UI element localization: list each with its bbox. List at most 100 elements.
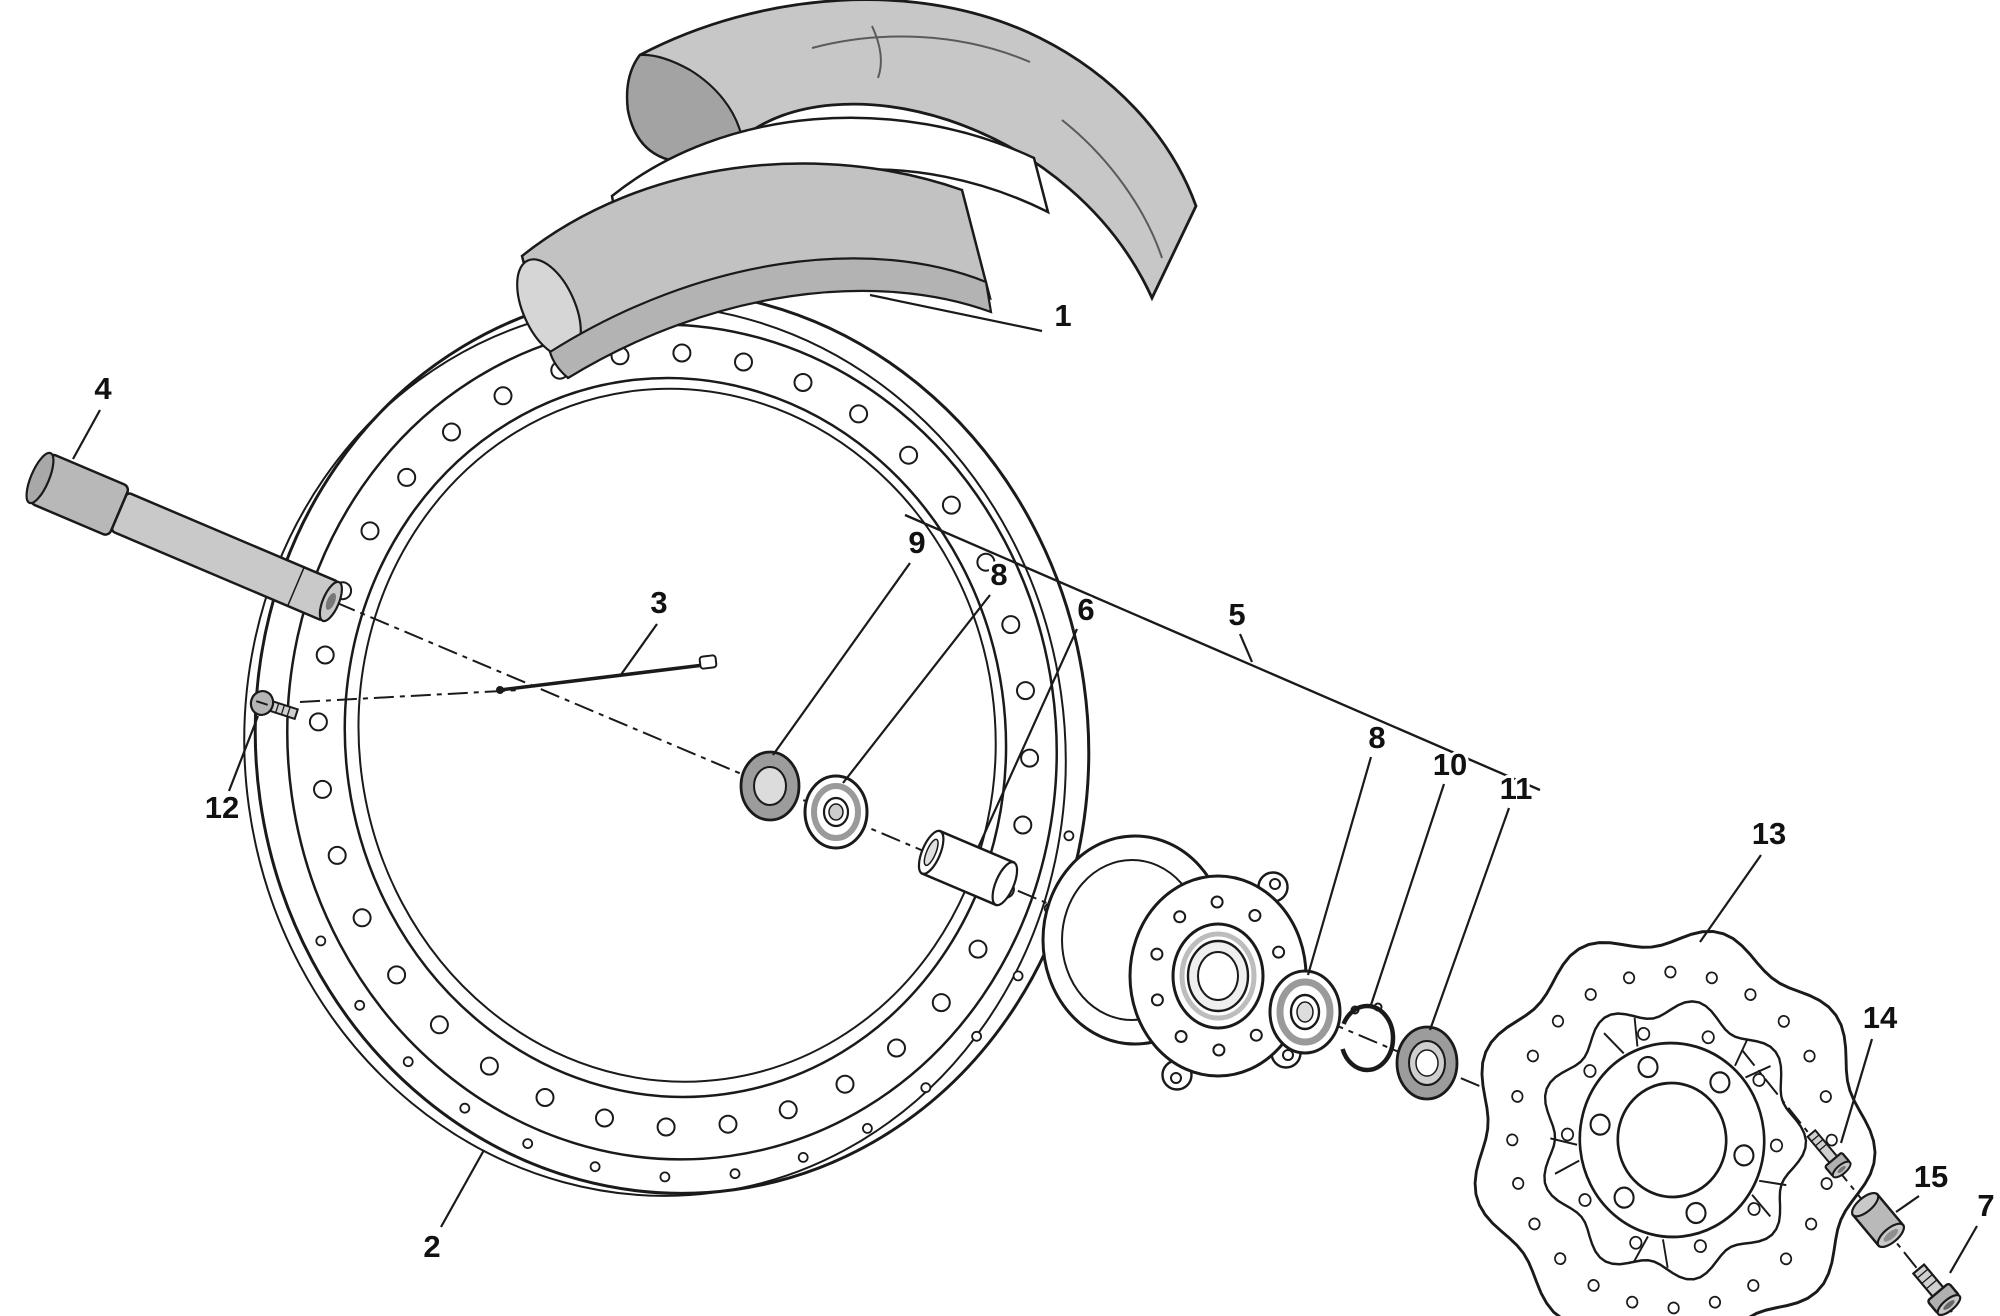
- callout-15-disc-spacer: 15: [1914, 1159, 1948, 1194]
- leader-6: [976, 628, 1079, 849]
- callout-14-disc-screw: 14: [1863, 1000, 1898, 1035]
- rim-spoke-hole: [734, 352, 753, 372]
- hub-spoke-hole: [1173, 910, 1187, 924]
- callout-8-bearing-left: 8: [990, 557, 1007, 592]
- rim-spoke-hole: [976, 552, 996, 572]
- screw-slot: [255, 700, 269, 706]
- rim-spoke-hole: [442, 422, 461, 442]
- rim-spoke-hole: [941, 495, 961, 515]
- disc-drill-hole: [1528, 1217, 1541, 1231]
- spacer-tube: [917, 829, 1019, 907]
- spoke-nipple: [698, 654, 718, 670]
- leader-14: [1839, 1038, 1874, 1144]
- hub-spoke-hole: [1272, 945, 1286, 959]
- circlip: [1338, 1002, 1396, 1073]
- rim-spoke-hole: [849, 404, 869, 424]
- rim-spoke-hole: [308, 712, 328, 732]
- disc-drill-hole: [1777, 1014, 1790, 1028]
- disc-drill-hole: [1551, 1014, 1565, 1028]
- rim-spoke-hole: [360, 521, 380, 541]
- disc-mount-hole: [1685, 1201, 1707, 1225]
- disc-mount-hole: [1733, 1144, 1755, 1167]
- callout-9-seal: 9: [908, 525, 925, 560]
- leader-15: [1895, 1195, 1920, 1213]
- disc-drill-hole: [1587, 1278, 1600, 1292]
- tire-tread-line: [871, 25, 882, 79]
- hub-bore-shading: [1179, 931, 1257, 1021]
- disc-mount-hole: [1613, 1186, 1635, 1209]
- disc-arm: [1603, 1032, 1625, 1055]
- callout-10-circlip: 10: [1433, 747, 1467, 782]
- disc-mount-hole: [1589, 1113, 1611, 1136]
- seal-bore: [1415, 1049, 1439, 1077]
- disc-arm: [1662, 1239, 1669, 1268]
- rim-spoke-hole: [1013, 815, 1033, 835]
- disc-drill-hole: [1667, 1301, 1680, 1315]
- rim-spoke-hole: [315, 645, 335, 665]
- rim-spoke-hole: [1020, 748, 1040, 768]
- disc-mount-hole: [1637, 1055, 1659, 1079]
- disc-button: [1560, 1127, 1575, 1142]
- screw-thread: [280, 704, 286, 715]
- bearing-balls: [1276, 978, 1334, 1046]
- rim-spoke-hole: [387, 965, 407, 985]
- rim-spoke-hole: [793, 373, 813, 392]
- disc-button: [1578, 1193, 1592, 1207]
- rim-spoke-hole: [672, 343, 692, 363]
- rim-nipple: [315, 935, 327, 947]
- disc-screw: [1806, 1128, 1852, 1179]
- spoke-shaft: [499, 662, 713, 692]
- disc-drill-hole: [1506, 1133, 1519, 1147]
- leader-1: [869, 293, 1043, 333]
- hub-spoke-hole: [1248, 909, 1262, 922]
- rim-spoke-hole: [1016, 681, 1035, 701]
- spoke-head: [496, 686, 504, 694]
- rim-spoke-hole: [718, 1114, 738, 1134]
- leader-3: [619, 623, 658, 677]
- bearing-bore: [828, 803, 844, 821]
- rim-spoke-hole: [397, 467, 417, 487]
- seal-right: [1395, 1025, 1459, 1101]
- rim-spoke-hole: [1001, 615, 1021, 635]
- disc-button: [1752, 1073, 1766, 1087]
- disc-drill-hole: [1664, 965, 1677, 979]
- callout-5-hub: 5: [1228, 597, 1245, 632]
- hub-assembly: [1041, 834, 1308, 1091]
- hub-spoke-hole: [1210, 895, 1224, 909]
- callout-13-brake-disc: 13: [1752, 816, 1786, 851]
- disc-drill-hole: [1511, 1090, 1524, 1103]
- spacer-tube-bore: [923, 838, 939, 867]
- tire-group: [516, 0, 1198, 380]
- rim-spoke-hole: [535, 1088, 555, 1107]
- hub-tab-hole: [1269, 878, 1281, 890]
- rim-spoke-hole: [327, 845, 347, 865]
- axle-head-cap: [25, 451, 55, 505]
- rim-spoke-hole: [429, 1015, 449, 1035]
- bolt-socket: [1943, 1300, 1955, 1310]
- rim-spoke-hole: [595, 1108, 614, 1128]
- screw-thread: [1814, 1138, 1824, 1147]
- rim-spoke-hole: [899, 445, 919, 465]
- disc-button: [1637, 1026, 1651, 1041]
- callout-12-screw: 12: [205, 790, 239, 825]
- screw-socket: [1837, 1165, 1846, 1174]
- disc-drill-hole: [1526, 1049, 1539, 1063]
- hub-tab-hole: [1282, 1049, 1294, 1061]
- leader-13: [1699, 854, 1762, 943]
- rim-nipple: [729, 1168, 741, 1180]
- callout-4-axle: 4: [94, 371, 112, 406]
- bearing-balls: [811, 783, 861, 841]
- rim-spoke-hole: [493, 386, 513, 406]
- callout-labels: 1 2 3 4 5 6 7 8 8 9 10 11 12 13 14 15: [91, 295, 1997, 1267]
- disc-arm: [1633, 1017, 1639, 1047]
- disc-drill-hole: [1825, 1133, 1838, 1147]
- rim-nipple: [459, 1102, 471, 1114]
- bolt-thread: [1921, 1273, 1933, 1284]
- disc-button: [1701, 1030, 1715, 1045]
- circlip-ear: [1350, 1005, 1360, 1015]
- disc-button: [1747, 1202, 1761, 1216]
- screw-thread: [1811, 1134, 1820, 1142]
- bearing-right: [1268, 969, 1342, 1055]
- disc-button: [1583, 1064, 1597, 1078]
